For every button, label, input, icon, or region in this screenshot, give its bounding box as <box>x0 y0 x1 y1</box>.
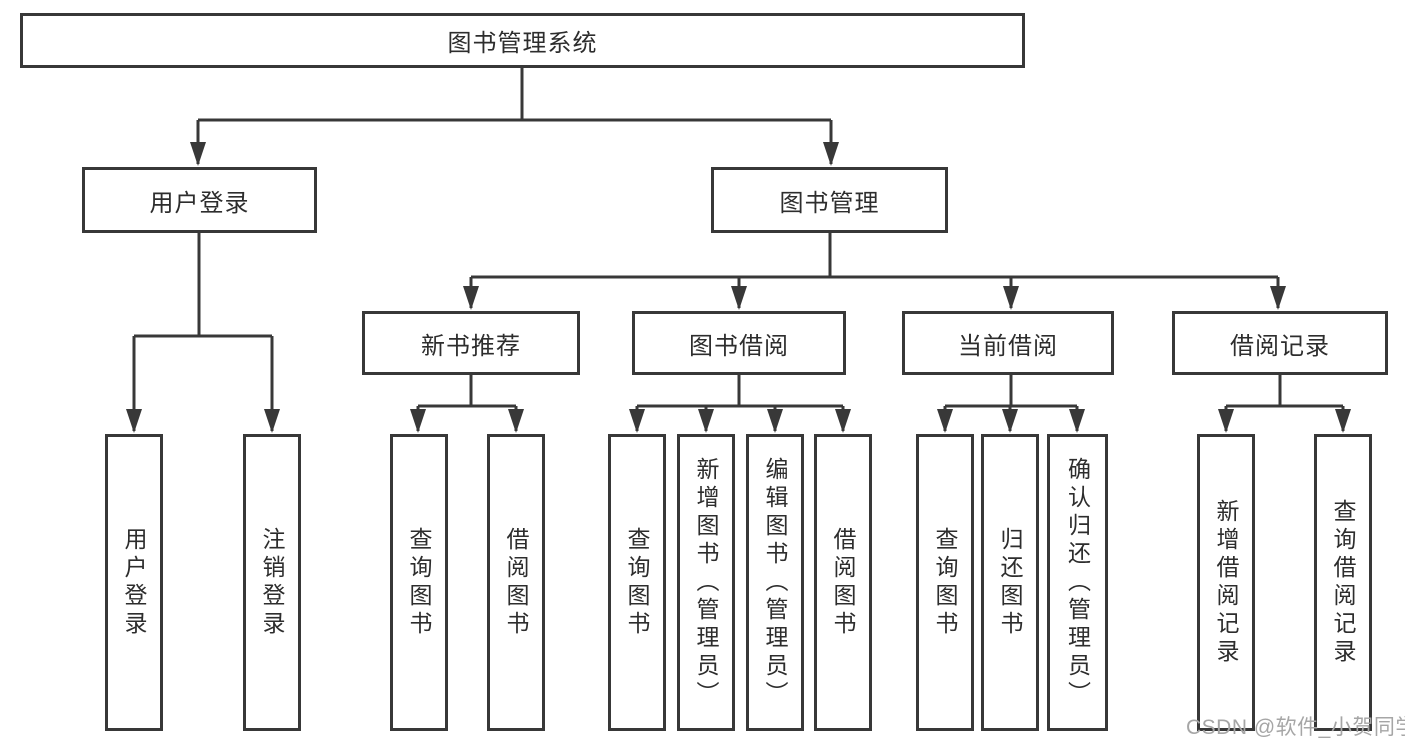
leaf-edit-book-admin: 编辑图书（管理员） <box>746 434 804 731</box>
node-user-login: 用户登录 <box>82 167 317 233</box>
leaf-borrow-books-1: 借阅图书 <box>487 434 545 731</box>
node-label: 归还图书 <box>997 526 1023 639</box>
leaf-query-books-3: 查询图书 <box>916 434 974 731</box>
leaf-query-borrow-record: 查询借阅记录 <box>1314 434 1372 731</box>
node-label: 图书管理 <box>779 189 880 217</box>
node-book-management: 图书管理 <box>711 167 948 233</box>
node-label: 新书推荐 <box>421 332 521 360</box>
leaf-borrow-books-2: 借阅图书 <box>814 434 872 731</box>
node-borrowing-records: 借阅记录 <box>1172 311 1388 375</box>
node-label: 用户登录 <box>121 526 147 639</box>
node-label: 注销登录 <box>259 526 285 639</box>
node-label: 图书借阅 <box>689 332 789 360</box>
node-book-borrowing: 图书借阅 <box>632 311 846 375</box>
node-label: 借阅图书 <box>503 526 529 639</box>
leaf-query-books-2: 查询图书 <box>608 434 666 731</box>
watermark: CSDN @软件_小贺同学 <box>1186 716 1405 739</box>
leaf-logout: 注销登录 <box>243 434 301 731</box>
node-label: 查询借阅记录 <box>1330 498 1356 667</box>
leaf-add-borrow-record: 新增借阅记录 <box>1197 434 1255 731</box>
leaf-return-book: 归还图书 <box>981 434 1039 731</box>
leaf-user-login: 用户登录 <box>105 434 163 731</box>
node-label: 当前借阅 <box>958 332 1058 360</box>
leaf-confirm-return-admin: 确认归还（管理员） <box>1047 434 1108 731</box>
leaf-add-book-admin: 新增图书（管理员） <box>677 434 735 731</box>
node-label: 确认归还（管理员） <box>1064 456 1091 709</box>
node-current-borrowing: 当前借阅 <box>902 311 1114 375</box>
node-label: 编辑图书（管理员） <box>762 456 788 709</box>
leaf-query-books-1: 查询图书 <box>390 434 448 731</box>
node-library-management-system: 图书管理系统 <box>20 13 1025 68</box>
node-label: 图书管理系统 <box>447 30 598 57</box>
node-label: 新增图书（管理员） <box>693 456 719 709</box>
connector-trunks <box>134 68 1343 408</box>
node-label: 查询图书 <box>624 526 650 639</box>
node-label: 用户登录 <box>149 189 250 217</box>
node-label: 查询图书 <box>932 526 958 639</box>
node-label: 借阅记录 <box>1230 332 1330 360</box>
node-new-book-recommend: 新书推荐 <box>362 311 580 375</box>
node-label: 借阅图书 <box>830 526 856 639</box>
node-label: 新增借阅记录 <box>1213 498 1239 667</box>
node-label: 查询图书 <box>406 526 432 639</box>
